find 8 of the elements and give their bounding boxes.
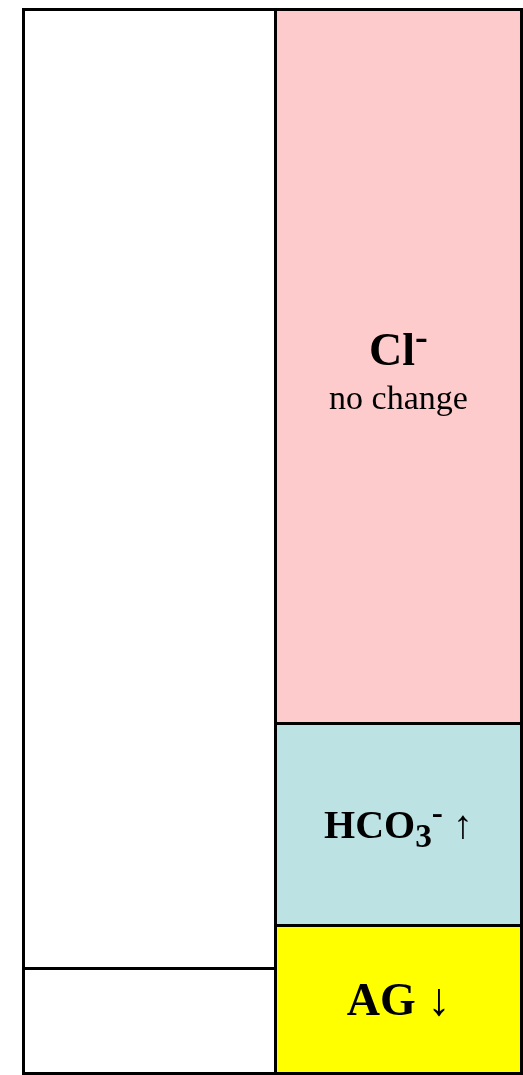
ion-label: AG ↓ xyxy=(346,972,451,1027)
ion-label: HCO$_{3}$$^{-}$ ↑ xyxy=(324,792,473,857)
ion-label: Cl$^{-}$ xyxy=(369,314,428,378)
empty-box xyxy=(22,967,277,1075)
bicarbonate-box xyxy=(274,722,523,927)
anion-gap-box xyxy=(274,924,523,1075)
chloride-box xyxy=(274,8,523,725)
change-label: no change xyxy=(329,377,468,418)
